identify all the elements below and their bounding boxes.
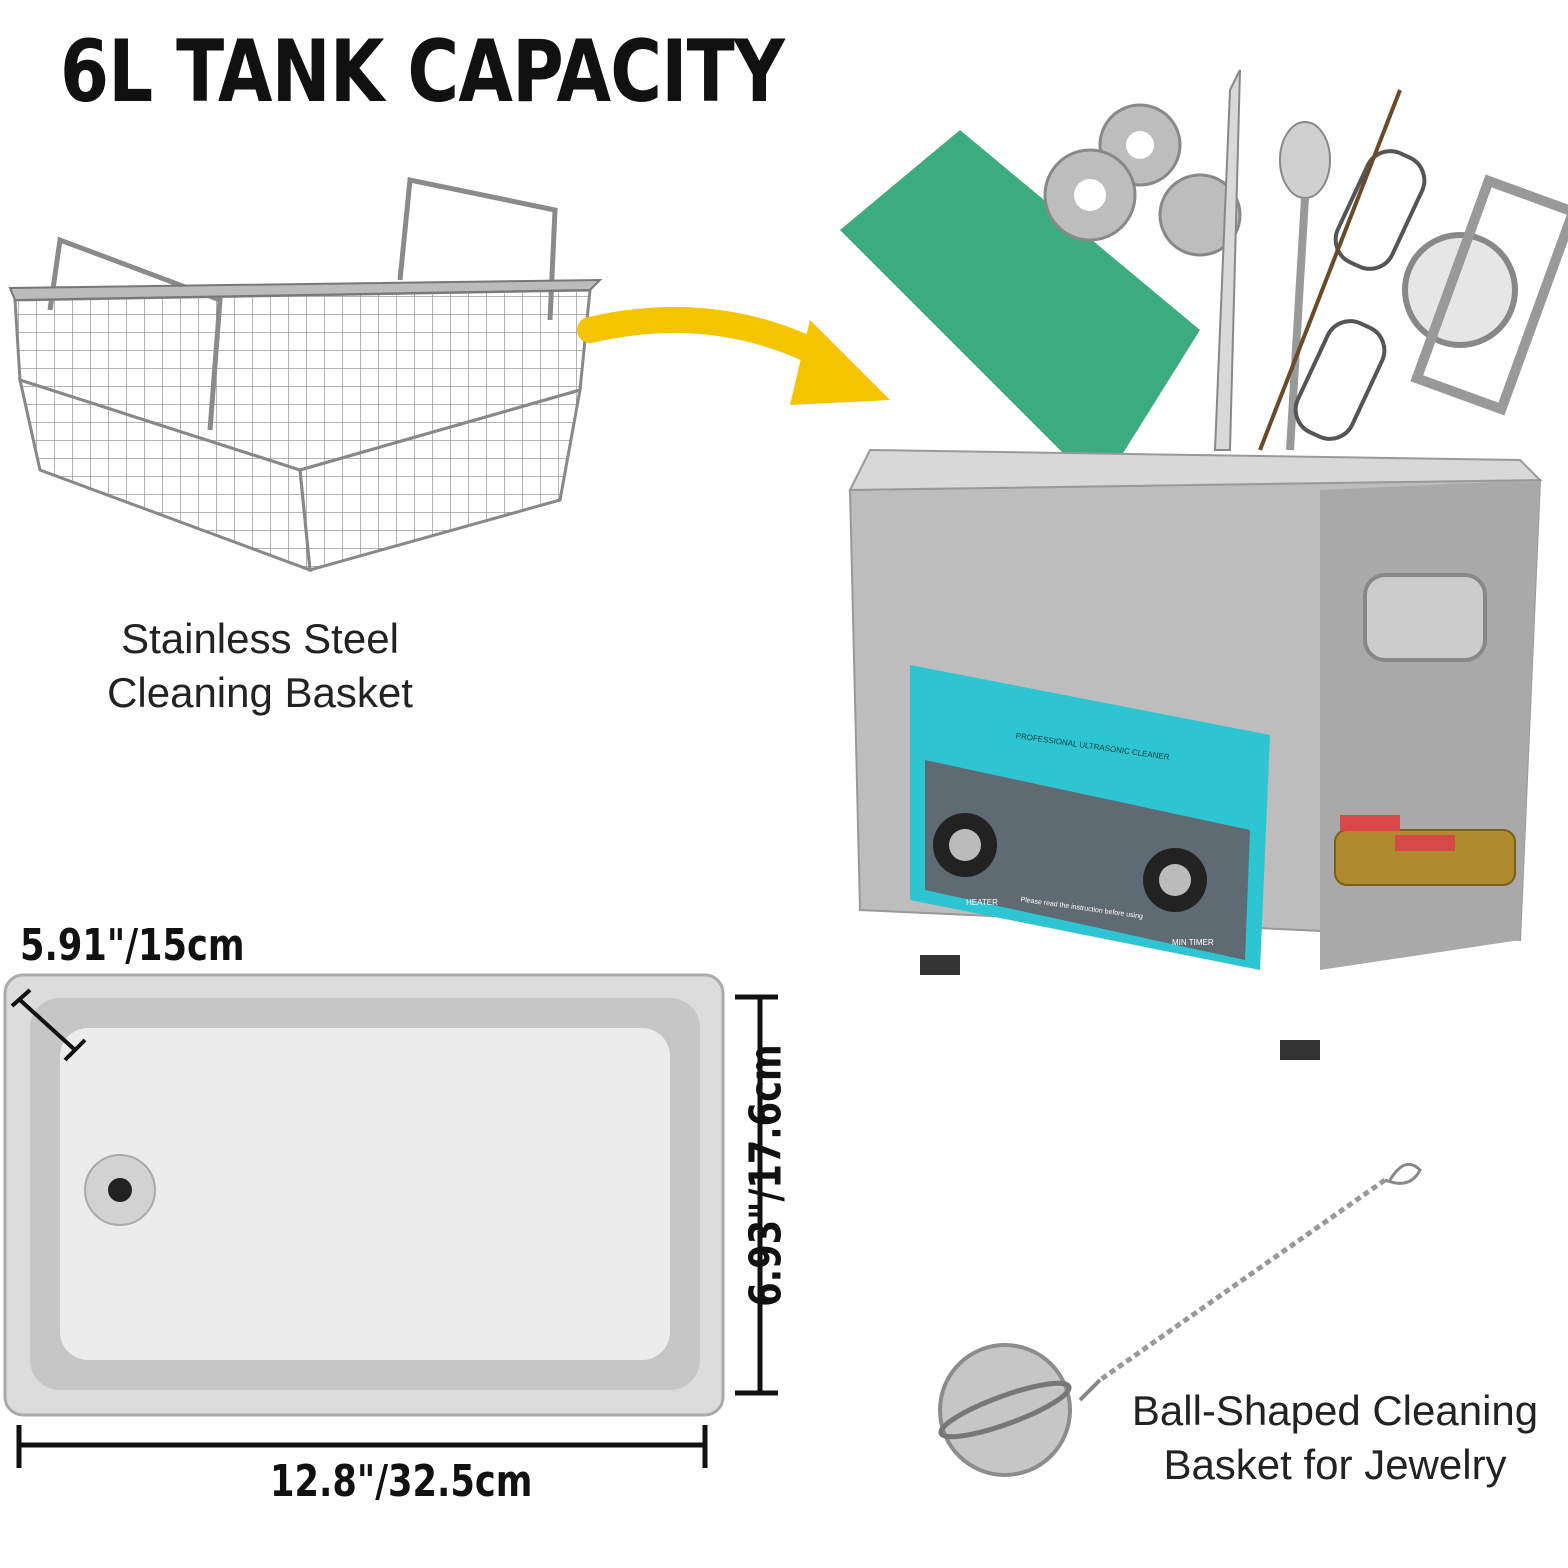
tank-icon: [3, 973, 725, 1417]
tea-ball-icon: [938, 1162, 1422, 1477]
ultrasonic-cleaner-icon: [848, 448, 1543, 1060]
wire-basket-icon: [8, 176, 603, 573]
tank-width-label: 6.93"/17.6cm: [740, 1044, 792, 1307]
cleaner-heater-label: HEATER: [966, 898, 998, 907]
tank-length-label: 12.8"/32.5cm: [270, 1456, 533, 1507]
ball-caption-line-1: Ball-Shaped Cleaning: [1131, 1387, 1539, 1434]
page-title: 6L TANK CAPACITY: [60, 22, 785, 122]
basket-caption-line-2: Cleaning Basket: [107, 669, 413, 716]
basket-caption-line-1: Stainless Steel: [121, 615, 399, 662]
cleaning-items-illustration: [840, 69, 1568, 490]
arrow-icon: [577, 307, 890, 405]
tank-width-dimension-line: [735, 994, 778, 1396]
cleaner-timer-label: MIN TIMER: [1172, 938, 1214, 947]
tank-length-dimension-line: [16, 1425, 708, 1468]
tank-depth-label: 5.91"/15cm: [20, 920, 245, 971]
ball-caption-line-2: Basket for Jewelry: [1163, 1441, 1507, 1488]
